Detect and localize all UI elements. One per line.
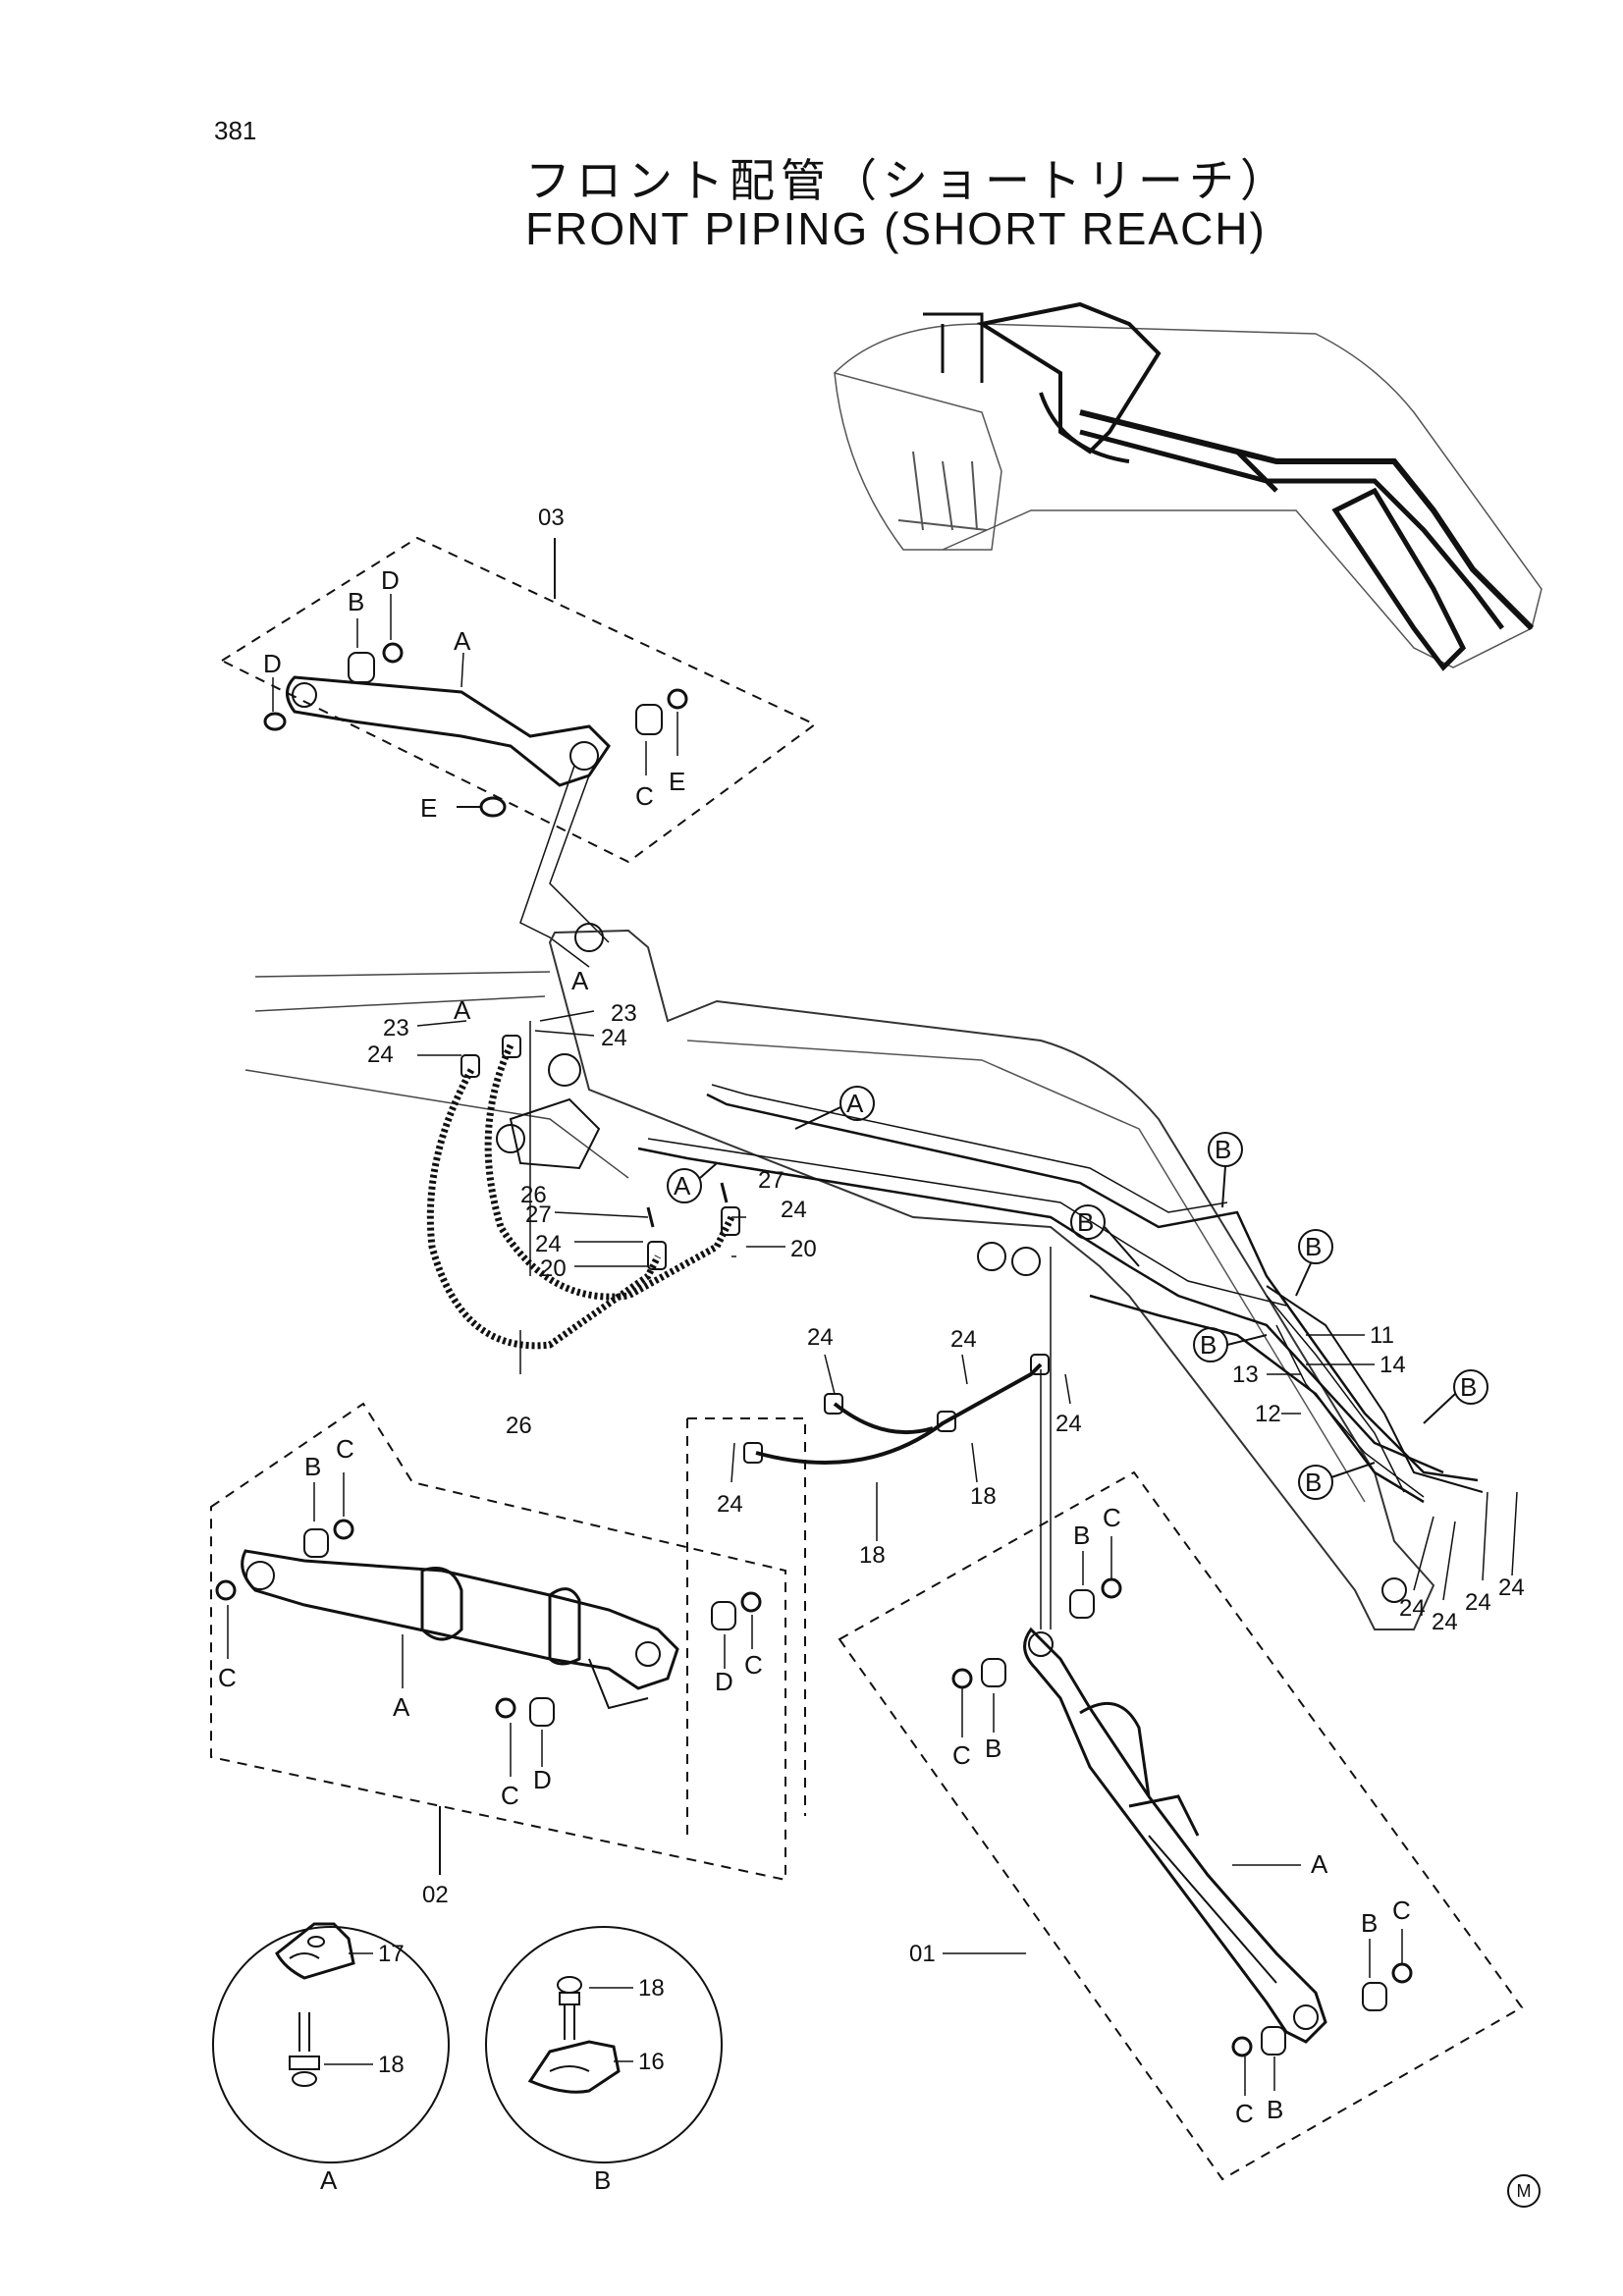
callout-b-3: B [1305,1232,1322,1261]
g01-part-b-top: B [1073,1521,1090,1550]
g03-part-c: C [635,781,654,811]
callout-24-right: 24 [601,1025,627,1051]
page-title-japanese: フロント配管（ショートリーチ） [525,154,1291,207]
callout-a-circled-lower: A [674,1171,691,1201]
callout-23-left: 23 [383,1015,409,1041]
page-number: 381 [214,116,257,145]
callout-13: 13 [1232,1362,1259,1388]
callout-24-end-c: 24 [1465,1589,1491,1616]
group-02-box [210,1402,806,1882]
callout-27-left: 27 [525,1201,552,1228]
g02-part-c-left: C [218,1663,237,1692]
g01-part-b-left: B [985,1734,1001,1763]
callout-11: 11 [1370,1322,1394,1349]
callout-21-left: 20 [540,1255,567,1282]
detail-b-part-16: 16 [638,2049,665,2075]
g02-part-b: B [304,1452,321,1481]
callout-b-1: B [1215,1135,1231,1164]
callout-27-right: 27 [758,1167,784,1194]
boom-structure [244,923,1435,1630]
callout-leaders [416,1010,1518,1601]
g01-part-c-top: C [1103,1503,1121,1532]
g01-part-c-right: C [1392,1896,1411,1925]
callout-a-circled-upper: A [846,1089,864,1118]
callout-24-hose-right: 24 [781,1197,807,1223]
callout-23-right: 23 [611,1000,637,1027]
detail-a-label: A [320,2165,338,2195]
hoses-20 [743,1354,1050,1465]
clamp-b-markers [667,1086,1488,1500]
callout-20-right: 18 [970,1483,997,1510]
overview-machine-sketch [834,301,1542,671]
detail-a-part-17: 17 [378,1941,405,1967]
callout-b-2: B [1077,1207,1094,1237]
g01-part-c-left: C [952,1740,971,1770]
callout-24-hose20-a: 24 [807,1324,834,1351]
callout-b-6: B [1305,1468,1322,1497]
callout-24-hose20-b: 24 [950,1326,977,1353]
g02-part-c-bottom: C [501,1781,519,1810]
g03-part-d-top: D [381,565,400,595]
callout-24-end-a: 24 [1399,1595,1426,1622]
callout-20-left: 18 [859,1542,886,1569]
callout-21-right: 20 [790,1236,817,1262]
g01-part-b-right: B [1361,1908,1378,1938]
g01-part-a: A [1311,1849,1328,1879]
group-01-label: 01 [909,1941,936,1967]
g02-part-c-top: C [336,1434,354,1464]
detail-a-part-18: 18 [378,2052,405,2078]
g02-part-a: A [393,1692,410,1722]
detail-circles [212,1922,723,2163]
callout-b-4: B [1200,1330,1217,1360]
callout-24-end-d: 24 [1498,1575,1525,1601]
g01-part-c-bottom: C [1235,2099,1254,2128]
callout-26-lower: 26 [506,1413,532,1439]
callout-24-hose20-d: 24 [717,1491,743,1518]
page-title-english: FRONT PIPING (SHORT REACH) [525,203,1267,254]
hoses-26-21 [426,1035,740,1350]
callout-a-top: A [571,966,589,995]
callout-a-left: A [454,995,471,1025]
callout-12: 12 [1255,1401,1281,1427]
group-02-label: 02 [422,1882,449,1908]
g02-part-d-right: D [715,1667,733,1696]
callout-26-upper: 26 [520,1182,547,1208]
detail-b-label: B [594,2165,611,2195]
g02-part-d-bottom: D [533,1765,552,1794]
group-01-box [838,1247,1524,2181]
g03-part-e-left: E [420,793,437,823]
g02-part-c-right: C [744,1650,763,1680]
g03-part-b: B [348,587,364,616]
callout-14: 14 [1380,1352,1406,1378]
piping-lines [637,1084,1484,1504]
callout-24-end-b: 24 [1432,1609,1458,1635]
group-03-box [219,536,817,864]
detail-b-part-18: 18 [638,1975,665,2002]
g01-part-b-bottom: B [1267,2095,1283,2124]
g03-part-e-right: E [669,767,685,796]
callout-24-hose-left: 24 [535,1231,562,1257]
m-mark-icon: M [1507,2174,1541,2208]
g03-part-d-left: D [263,649,282,678]
g03-part-a: A [454,626,471,656]
callout-b-5: B [1460,1372,1477,1402]
callout-24-hose20-c: 24 [1055,1411,1082,1437]
callout-24-left: 24 [367,1041,394,1068]
group-03-label: 03 [538,505,565,531]
